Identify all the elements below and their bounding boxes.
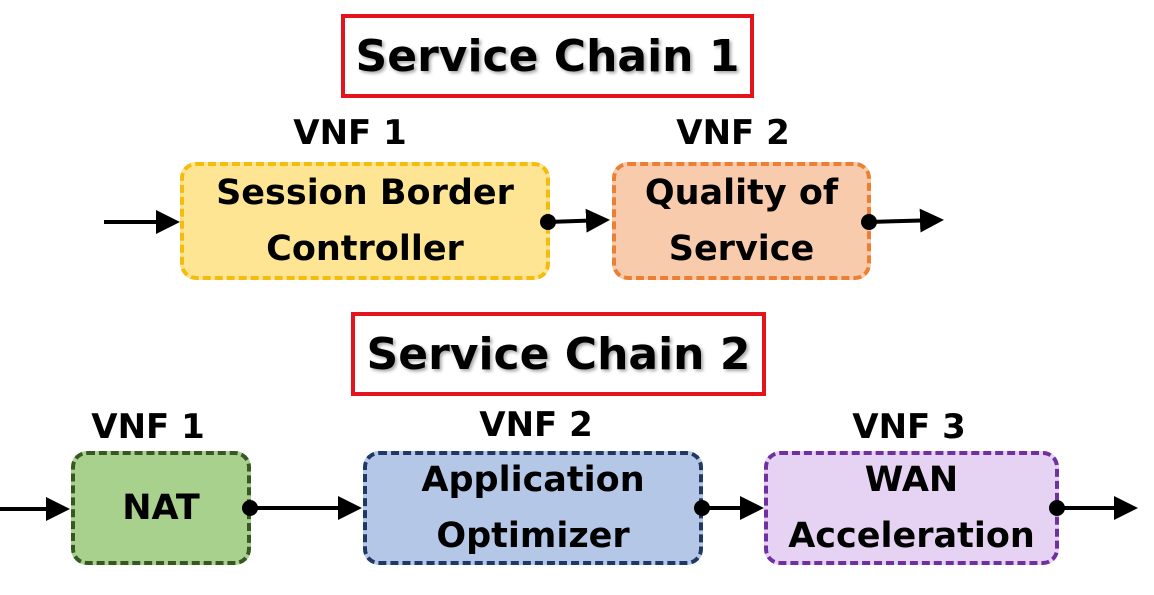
chain2-nat-output-dot [242,500,258,516]
application-optimizer-box: Application Optimizer [363,451,703,565]
session-border-controller-text: Session Border Controller [216,173,514,269]
chain1-sbc-to-qos-arrow [547,208,610,233]
service-chain-2-title-text: Service Chain 2 [366,328,751,380]
quality-of-service-box: Quality of Service [612,162,871,280]
session-border-controller-box: Session Border Controller [180,162,550,280]
wan-acceleration-box: WAN Acceleration [764,451,1059,565]
nat-text: NAT [122,488,200,528]
chain2-ao-output-dot [694,500,710,516]
chain1-output-arrow [868,208,944,233]
service-chain-2-title: Service Chain 2 [351,312,766,396]
chain2-vnf3-label: VNF 3 [852,407,966,447]
quality-of-service-text: Quality of Service [644,173,839,269]
chain2-vnf1-label: VNF 1 [91,407,205,447]
chain2-vnf2-label: VNF 2 [479,405,593,445]
chain1-vnf1-label: VNF 1 [293,113,407,153]
service-chain-1-title: Service Chain 1 [341,14,754,98]
chain1-vnf2-label: VNF 2 [676,113,790,153]
nat-box: NAT [71,451,251,565]
chain1-sbc-output-dot [540,214,556,230]
application-optimizer-text: Application Optimizer [421,460,645,556]
chain1-qos-output-dot [861,214,877,230]
chain2-wan-output-dot [1049,500,1065,516]
service-chain-1-title-text: Service Chain 1 [355,30,740,82]
wan-acceleration-text: WAN Acceleration [788,460,1035,556]
